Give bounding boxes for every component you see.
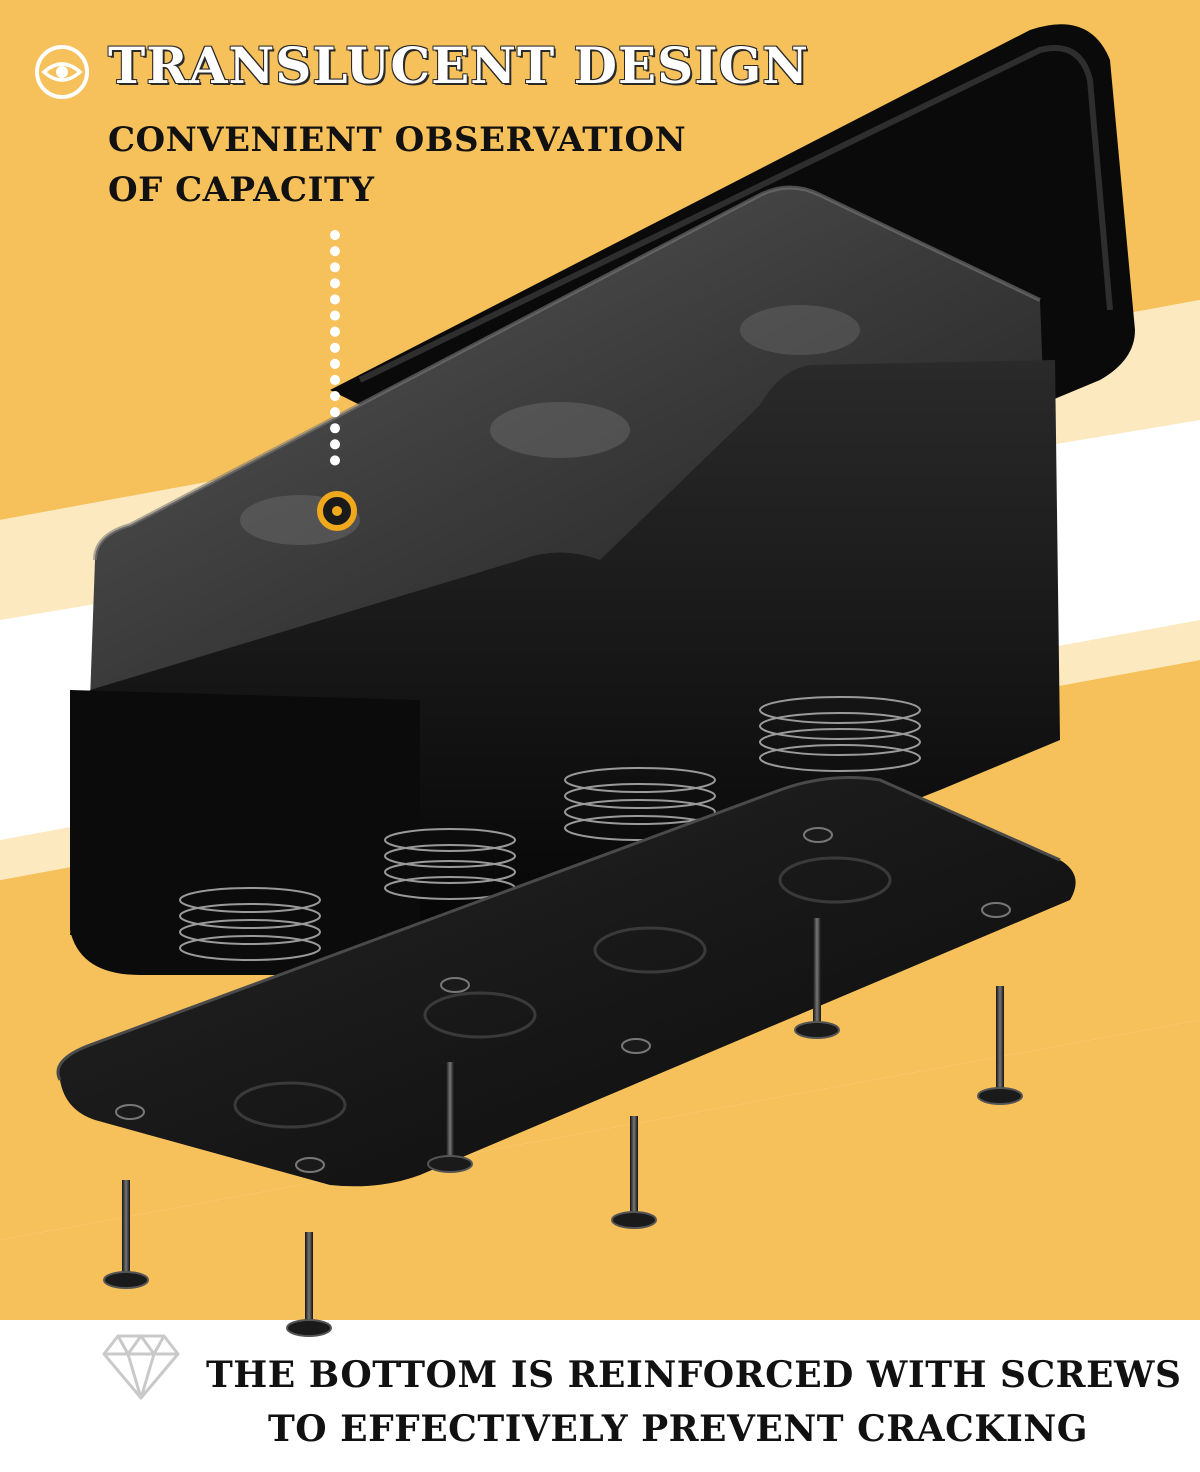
bottom-plate xyxy=(56,776,1076,1187)
screw xyxy=(611,1116,657,1229)
callout-pointer xyxy=(317,230,357,531)
diamond-icon xyxy=(102,1334,180,1400)
eye-icon xyxy=(35,45,89,99)
feature-subtitle-line1: CONVENIENT OBSERVATION xyxy=(108,120,687,160)
screw xyxy=(977,986,1023,1105)
footer-line2: TO EFFECTIVELY PREVENT CRACKING xyxy=(268,1408,1089,1450)
feature-subtitle-line2: OF CAPACITY xyxy=(108,170,375,210)
screw xyxy=(286,1232,332,1337)
screws xyxy=(103,918,1023,1337)
screw xyxy=(103,1180,149,1289)
springs xyxy=(179,696,921,961)
footer-line1: THE BOTTOM IS REINFORCED WITH SCREWS xyxy=(206,1354,1182,1396)
screw xyxy=(427,1062,473,1173)
screw xyxy=(794,918,840,1039)
feature-title: TRANSLUCENT DESIGN xyxy=(108,36,809,95)
